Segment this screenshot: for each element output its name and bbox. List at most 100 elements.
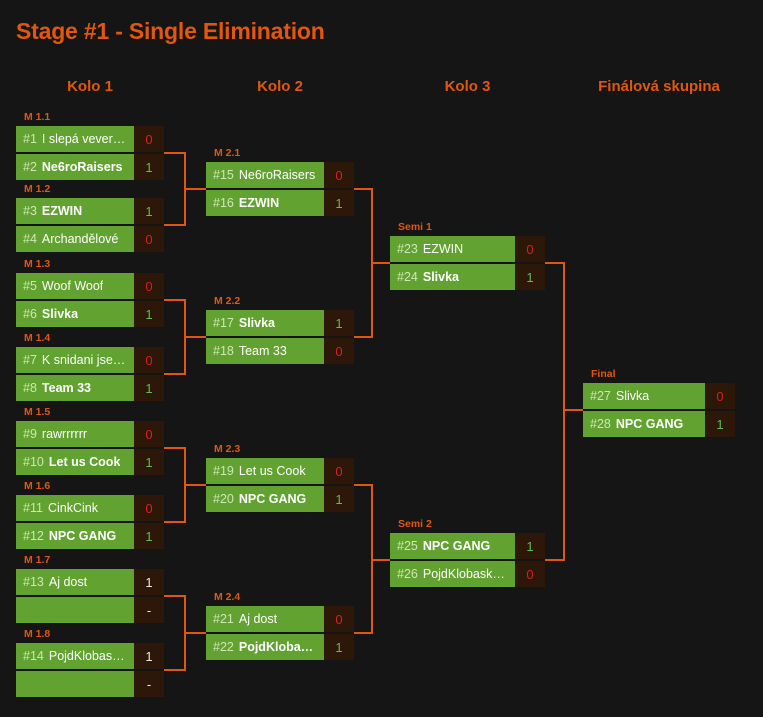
team-name: Team 33	[41, 381, 92, 395]
match-row-bottom[interactable]: -	[16, 597, 164, 623]
team-name: rawrrrrrr	[41, 427, 88, 441]
team-score: -	[134, 597, 164, 623]
team-cell[interactable]	[16, 671, 134, 697]
team-name: Aj dost	[238, 612, 278, 626]
team-name: EZWIN	[41, 204, 83, 218]
team-cell[interactable]: #7 K snidani jsem …	[16, 347, 134, 373]
team-seed: #13	[23, 575, 44, 589]
match-row-bottom[interactable]: -	[16, 671, 164, 697]
match-label: M 2.3	[214, 443, 241, 455]
match-row-top[interactable]: #7K snidani jsem …0	[16, 347, 164, 373]
team-seed: #22	[213, 640, 234, 654]
team-name: Team 33	[238, 344, 287, 358]
team-seed: #17	[213, 316, 234, 330]
team-seed: #7	[23, 353, 37, 367]
match-row-top[interactable]: #1I slepá veverka…0	[16, 126, 164, 152]
team-score: 0	[705, 383, 735, 409]
team-score: 0	[324, 458, 354, 484]
team-name: Ne6roRaisers	[238, 168, 316, 182]
team-name: NPC GANG	[422, 539, 491, 553]
team-score: 0	[134, 126, 164, 152]
round-header-final-group: Finálová skupina	[598, 78, 720, 95]
round-header-kolo-1: Kolo 1	[67, 78, 113, 95]
team-name: K snidani jsem …	[41, 353, 127, 367]
team-cell[interactable]	[16, 597, 134, 623]
team-score: 0	[324, 338, 354, 364]
team-score: 1	[134, 523, 164, 549]
team-name: EZWIN	[238, 196, 280, 210]
team-score: 0	[515, 236, 545, 262]
team-seed: #23	[397, 242, 418, 256]
match-label: M 2.4	[214, 591, 241, 603]
